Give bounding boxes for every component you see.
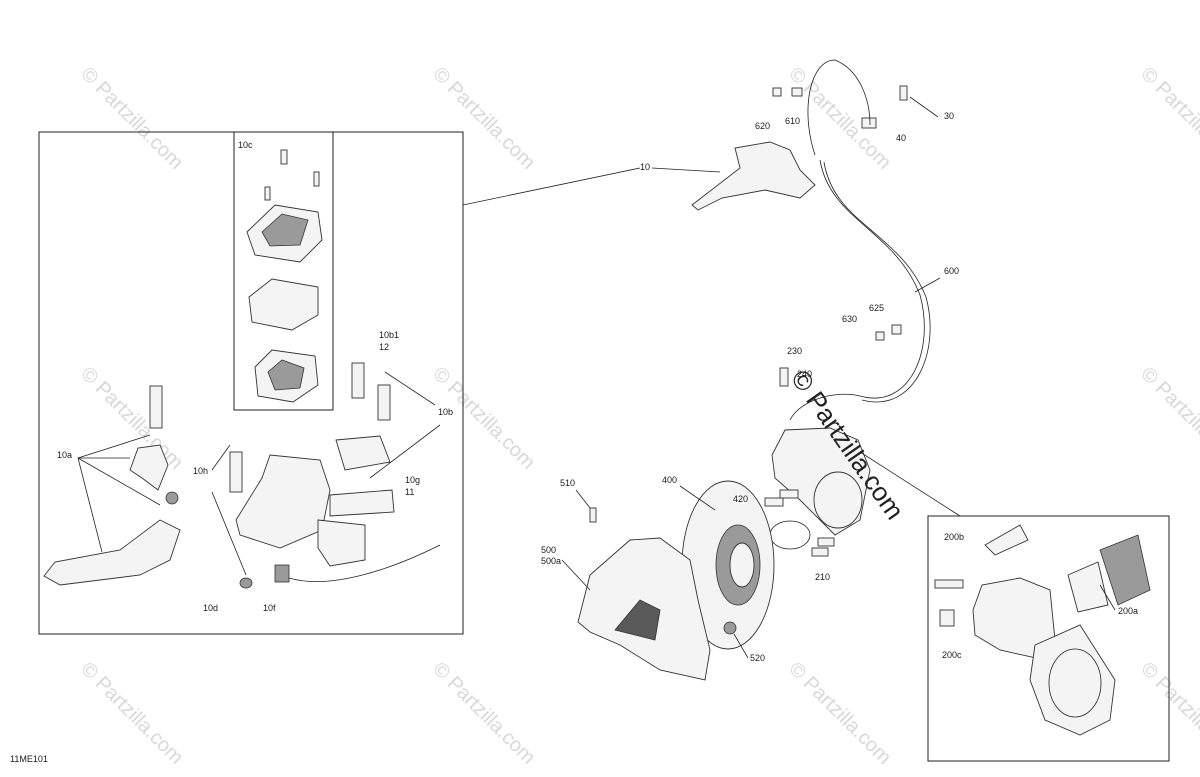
- callout-10b: 10b: [438, 407, 453, 417]
- master-cylinder-assembly: [43, 362, 441, 589]
- watermark-text: © Partzilla.com: [1136, 63, 1200, 174]
- watermark-layer: © Partzilla.com © Partzilla.com © Partzi…: [76, 63, 1200, 769]
- callout-600: 600: [944, 266, 959, 276]
- callout-520: 520: [750, 653, 765, 663]
- handlebar-master-cylinder: [691, 85, 908, 211]
- callout-625: 625: [869, 303, 884, 313]
- reservoir-cover-parts: [246, 149, 323, 403]
- callout-200a: 200a: [1118, 606, 1138, 616]
- callout-210: 210: [815, 572, 830, 582]
- watermark-text: © Partzilla.com: [428, 658, 539, 769]
- callout-10: 10: [640, 162, 650, 172]
- callout-200b: 200b: [944, 532, 964, 542]
- callout-200c: 200c: [942, 650, 962, 660]
- detail-box-master-cylinder: [38, 131, 641, 635]
- watermark-text: © Partzilla.com: [784, 658, 895, 769]
- callout-10g: 10g: [405, 475, 420, 485]
- watermark-text: © Partzilla.com: [428, 363, 539, 474]
- callout-10c: 10c: [238, 140, 253, 150]
- callout-240: 240: [797, 369, 812, 379]
- callout-10h: 10h: [193, 466, 208, 476]
- brake-disc: [681, 480, 775, 650]
- brake-caliper: [764, 367, 871, 557]
- callout-420: 420: [733, 494, 748, 504]
- callout-400: 400: [662, 475, 677, 485]
- watermark-text: © Partzilla.com: [76, 63, 187, 174]
- watermark-text: © Partzilla.com: [76, 658, 187, 769]
- watermark-text: © Partzilla.com: [76, 363, 187, 474]
- watermark-text: © Partzilla.com: [784, 63, 895, 174]
- callout-230: 230: [787, 346, 802, 356]
- brake-hose: [789, 59, 931, 421]
- watermark-text: © Partzilla.com: [1136, 658, 1200, 769]
- callout-10f: 10f: [263, 603, 276, 613]
- callout-12: 12: [379, 342, 389, 352]
- callout-630: 630: [842, 314, 857, 324]
- callout-30: 30: [944, 111, 954, 121]
- detail-box-caliper-parts: [859, 451, 1170, 762]
- callout-10d: 10d: [203, 603, 218, 613]
- callout-610: 610: [785, 116, 800, 126]
- callout-500a: 500a: [541, 556, 561, 566]
- leader-lines: [561, 96, 1116, 659]
- disc-guard: [577, 507, 737, 681]
- callout-10a: 10a: [57, 450, 72, 460]
- diagram-id: 11ME101: [10, 754, 48, 764]
- watermark-text: © Partzilla.com: [428, 63, 539, 174]
- watermark-text: © Partzilla.com: [1136, 363, 1200, 474]
- callout-11: 11: [405, 487, 414, 497]
- callout-620: 620: [755, 121, 770, 131]
- callout-40: 40: [896, 133, 906, 143]
- callout-510: 510: [560, 478, 575, 488]
- callout-500: 500: [541, 545, 556, 555]
- callout-labels: 10 10c 10b1 12 10b 10a 10h 10g 11 10d 10…: [57, 111, 1138, 663]
- callout-10b1: 10b1: [379, 330, 399, 340]
